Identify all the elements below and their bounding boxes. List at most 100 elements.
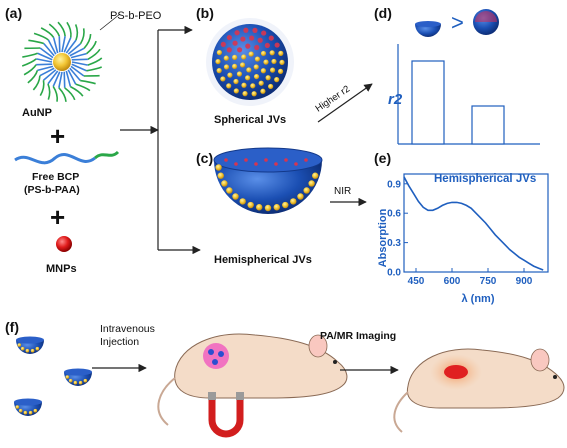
brush-peo-segment bbox=[80, 79, 96, 85]
panel-c: (c) Hemispherical JVs NIR bbox=[196, 147, 351, 266]
absorption-series-line bbox=[403, 176, 544, 271]
nanoparticle bbox=[260, 88, 266, 94]
nanoparticle bbox=[18, 408, 23, 413]
nanoparticle bbox=[264, 204, 272, 212]
brush-ps-segment bbox=[61, 36, 66, 53]
brush-ps-segment bbox=[42, 69, 57, 81]
small-hemispherical-jv bbox=[64, 372, 92, 386]
nanoparticle bbox=[226, 187, 233, 194]
nanoparticle bbox=[17, 343, 22, 347]
nanoparticle bbox=[284, 158, 288, 162]
nanoparticle bbox=[252, 27, 258, 33]
brush-ps-segment bbox=[39, 47, 54, 59]
nanoparticle bbox=[241, 82, 247, 88]
compare-hemisphere-icon bbox=[415, 24, 441, 37]
nanoparticle bbox=[233, 78, 239, 85]
plus-sign-1: + bbox=[50, 121, 65, 151]
nanoparticle bbox=[254, 44, 260, 51]
hemispherical-jv-caption: Hemispherical JVs bbox=[214, 254, 312, 266]
magnet-icon bbox=[208, 396, 244, 438]
y-tick-label: 0.9 bbox=[387, 179, 401, 190]
x-tick-label: 450 bbox=[408, 276, 425, 287]
nanoparticle bbox=[260, 68, 267, 74]
nanoparticle bbox=[15, 405, 20, 409]
nanoparticle bbox=[253, 73, 260, 80]
brush-ps-segment bbox=[47, 70, 59, 85]
nanoparticle bbox=[73, 380, 78, 385]
panel-c-tag: (c) bbox=[196, 150, 213, 166]
nanoparticle bbox=[223, 64, 230, 70]
panel-a: (a) PS-b-PEO AuNP + Free BCP (PS-b-PAA) … bbox=[5, 5, 162, 275]
ps-peo-pointer bbox=[99, 13, 121, 31]
nanoparticle bbox=[244, 158, 248, 162]
connectors bbox=[120, 25, 373, 255]
brush-peo-segment bbox=[57, 21, 66, 37]
imaging-label: PA/MR Imaging bbox=[320, 330, 396, 342]
small-hemispherical-jv bbox=[16, 340, 44, 354]
spherical-jv-nanoparticles bbox=[215, 27, 285, 97]
absorption-chart-title: Hemispherical JVs bbox=[434, 173, 536, 185]
nanoparticle bbox=[33, 408, 38, 413]
nanoparticle bbox=[215, 58, 221, 65]
aunp-core bbox=[53, 53, 71, 71]
hemispherical-jv-rim bbox=[213, 147, 323, 173]
small-hemispherical-jv-rim bbox=[64, 368, 92, 376]
nanoparticle bbox=[220, 41, 226, 47]
y-tick-label: 0.3 bbox=[387, 238, 401, 249]
nanoparticle bbox=[234, 30, 240, 36]
magnet-pole-right bbox=[236, 392, 244, 400]
brush-peo-segment bbox=[66, 21, 72, 38]
nanoparticle bbox=[226, 83, 232, 89]
nanoparticle bbox=[251, 91, 257, 97]
nanoparticle bbox=[263, 59, 269, 65]
nanoparticle bbox=[274, 162, 278, 166]
injection-label-line2: Injection bbox=[100, 336, 139, 348]
panel-f: (f) Intravenous Injection PA/MR Imaging bbox=[5, 319, 565, 438]
brush-peo-segment bbox=[28, 39, 45, 45]
nanoparticle bbox=[254, 162, 258, 166]
brush-ps-segment bbox=[63, 37, 72, 53]
nanoparticle bbox=[216, 49, 223, 56]
nanoparticle bbox=[246, 67, 252, 73]
arrow-to-r2-chart bbox=[317, 83, 373, 123]
nanoparticle bbox=[83, 378, 88, 383]
brush-ps-segment bbox=[37, 52, 53, 61]
nanoparticle bbox=[312, 172, 319, 179]
nanoparticle bbox=[221, 180, 228, 187]
nanoparticle bbox=[35, 346, 40, 351]
nanoparticle bbox=[264, 158, 268, 162]
nanoparticle bbox=[243, 27, 249, 33]
small-hemispherical-jv-rim bbox=[14, 398, 42, 406]
nanoparticle bbox=[242, 91, 248, 97]
nanoparticle bbox=[217, 172, 224, 179]
nanoparticle bbox=[279, 59, 285, 66]
brush-ps-segment bbox=[39, 67, 55, 77]
nanoparticle bbox=[248, 51, 254, 57]
mnps-label: MNPs bbox=[46, 263, 77, 275]
nanoparticle bbox=[265, 75, 271, 81]
nanoparticle bbox=[220, 76, 226, 82]
free-bcp-chain-green bbox=[94, 150, 120, 160]
higher-r2-label: Higher r2 bbox=[314, 84, 353, 115]
nanoparticle bbox=[237, 47, 243, 53]
nanoparticle bbox=[261, 30, 267, 36]
jv-dot bbox=[208, 349, 214, 355]
x-tick-label: 750 bbox=[480, 276, 497, 287]
mouse-1-tail bbox=[157, 377, 176, 426]
brush-ps-segment bbox=[43, 42, 55, 57]
brush-peo-segment bbox=[27, 70, 39, 84]
panel-d-tag: (d) bbox=[374, 5, 392, 21]
nir-label: NIR bbox=[334, 186, 351, 197]
panel-a-tag: (a) bbox=[5, 5, 22, 21]
nanoparticle bbox=[233, 88, 239, 94]
mouse-2-eye bbox=[553, 375, 557, 379]
nanoparticle bbox=[232, 40, 238, 46]
nanoparticle bbox=[257, 37, 263, 43]
mnp-sphere bbox=[56, 236, 72, 252]
nanoparticle bbox=[254, 56, 261, 62]
nanoparticle bbox=[260, 50, 267, 57]
nanoparticle bbox=[226, 34, 232, 41]
brush-ps-segment bbox=[52, 37, 59, 54]
nanoparticle bbox=[236, 71, 243, 77]
